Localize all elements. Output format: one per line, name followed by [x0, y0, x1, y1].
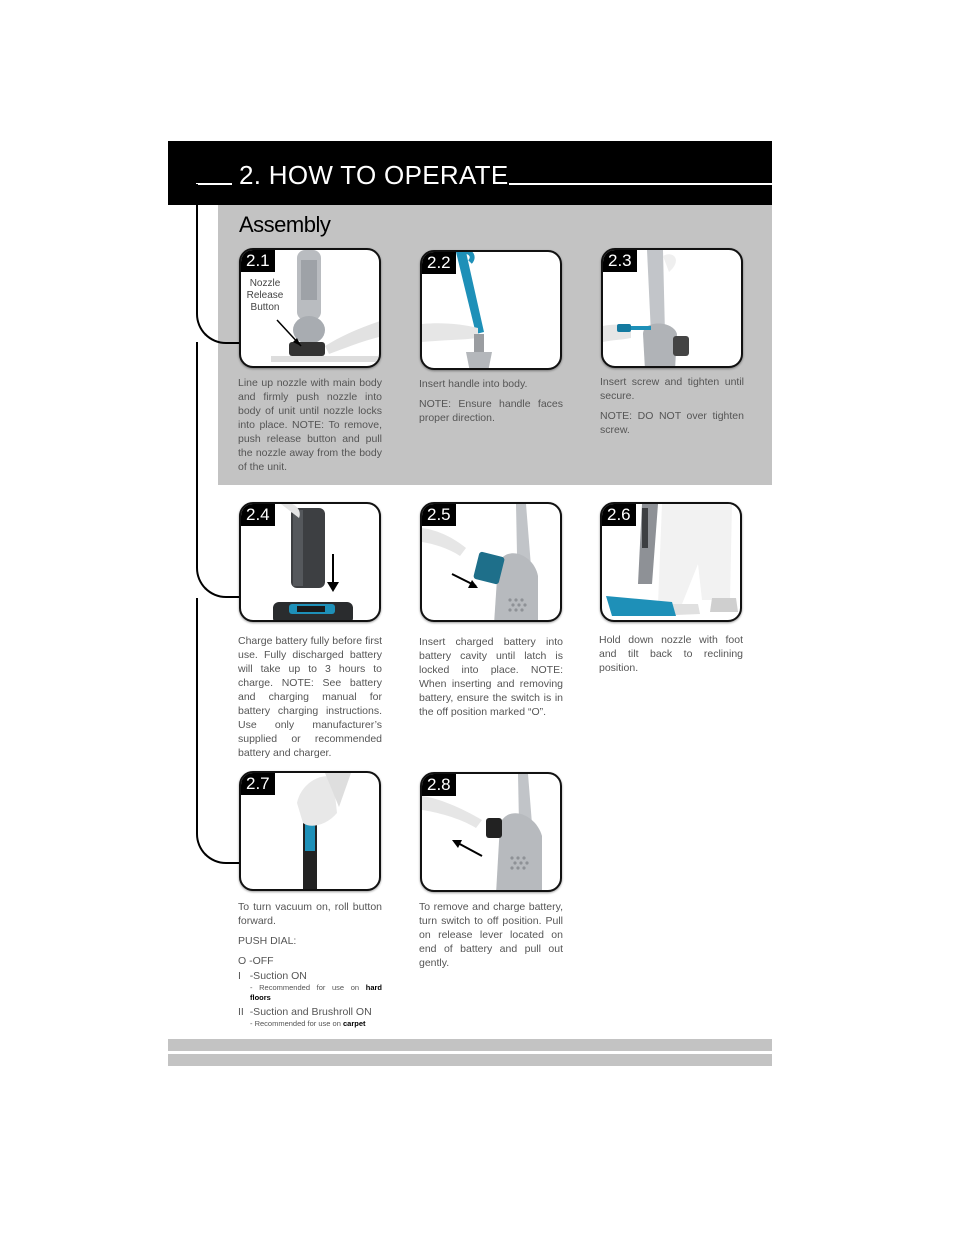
- mode-label: -Suction and Brushroll ON: [249, 1006, 372, 1018]
- step-2-4-photo: 2.4: [239, 502, 381, 622]
- handle-insert-illustration: [422, 252, 492, 368]
- mode-brushroll-note: - Recommended for use on carpet: [250, 1019, 366, 1028]
- step-2-7-caption: To turn vacuum on, roll button forward. …: [238, 900, 382, 1031]
- power-dial-illustration: [297, 773, 351, 889]
- mode-symbol: O: [238, 955, 247, 967]
- step-number: 2.6: [602, 504, 636, 526]
- step-2-2-photo: 2.2: [420, 250, 562, 370]
- step-2-6-caption: Hold down nozzle with foot and tilt back…: [599, 634, 743, 674]
- step-2-6-photo: 2.6: [600, 502, 742, 622]
- step-2-1-caption: Line up nozzle with main body and firmly…: [238, 377, 382, 473]
- step-2-8-caption: To remove and charge battery, turn switc…: [419, 901, 563, 969]
- step-number: 2.1: [241, 250, 275, 272]
- step-2-3-photo: 2.3: [601, 248, 743, 368]
- title-rule-right: [509, 183, 772, 185]
- step-number: 2.2: [422, 252, 456, 274]
- step-2-7-photo: 2.7: [239, 771, 381, 891]
- connector-line-3: [196, 598, 240, 864]
- recline-illustration: [606, 504, 738, 616]
- step-2-4-caption: Charge battery fully before first use. F…: [238, 635, 382, 759]
- mode-symbol: I: [238, 970, 241, 982]
- step-2-1-photo: 2.1 Nozzle Release Button: [239, 248, 381, 368]
- vacuum-nozzle-illustration: [271, 250, 379, 362]
- mode-suction-note: - Recommended for use on hard floors: [250, 983, 382, 1002]
- push-dial-label: PUSH DIAL:: [238, 935, 297, 947]
- mode-suction: I -Suction ON: [238, 969, 382, 983]
- arrow-icon: [455, 841, 483, 857]
- step-2-7-text: To turn vacuum on, roll button forward.: [238, 901, 382, 927]
- step-2-8-photo: 2.8: [420, 772, 562, 892]
- footer-bar: [168, 1039, 772, 1051]
- step-2-2-caption: Insert handle into body. NOTE: Ensure ha…: [419, 377, 563, 431]
- mode-label: -OFF: [249, 955, 274, 967]
- connector-line-2: [196, 342, 240, 598]
- step-2-5-caption: Insert charged battery into battery cavi…: [419, 636, 563, 718]
- page-title: 2. HOW TO OPERATE: [239, 160, 509, 190]
- header-bar: [168, 141, 772, 205]
- battery-insert-illustration: [422, 504, 538, 620]
- step-2-3-caption: Insert screw and tighten until secure. N…: [600, 375, 744, 443]
- step-number: 2.5: [422, 504, 456, 526]
- connector-line-1: [196, 184, 240, 344]
- step-2-2-note: NOTE: Ensure handle faces proper directi…: [419, 398, 563, 424]
- mode-off: O -OFF: [238, 954, 382, 968]
- mode-label: -Suction ON: [249, 970, 307, 982]
- battery-charge-illustration: [273, 504, 353, 620]
- footer-bar: [168, 1054, 772, 1066]
- mode-brushroll: II -Suction and Brushroll ON: [238, 1005, 382, 1019]
- screw-tighten-illustration: [603, 250, 689, 366]
- step-number: 2.8: [422, 774, 456, 796]
- mode-symbol: II: [238, 1006, 244, 1018]
- step-number: 2.4: [241, 504, 275, 526]
- battery-remove-illustration: [422, 774, 542, 890]
- step-2-3-note: NOTE: DO NOT over tighten screw.: [600, 410, 744, 436]
- section-title: Assembly: [239, 212, 331, 237]
- step-2-3-text: Insert screw and tighten until secure.: [600, 376, 744, 402]
- nozzle-release-callout: Nozzle Release Button: [246, 278, 284, 313]
- step-number: 2.7: [241, 773, 275, 795]
- step-2-5-photo: 2.5: [420, 502, 562, 622]
- step-2-2-text: Insert handle into body.: [419, 378, 528, 390]
- step-number: 2.3: [603, 250, 637, 272]
